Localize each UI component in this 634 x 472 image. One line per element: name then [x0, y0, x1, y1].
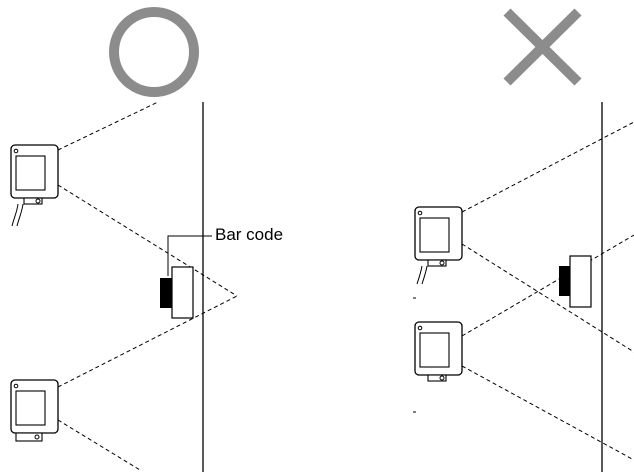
cross-ng-icon — [503, 8, 582, 86]
barcode-reader-upper — [414, 206, 463, 285]
scan-beams — [461, 121, 634, 461]
scan-beams — [57, 101, 238, 471]
scan-tick-marks — [413, 297, 416, 413]
barcode-reader-lower — [414, 321, 463, 382]
barcode-reader-upper — [10, 144, 59, 227]
correct-installation-panel: Bar code — [10, 7, 283, 472]
barcode-object — [559, 255, 592, 308]
barcode-reader-lower — [10, 379, 59, 442]
barcode-object — [160, 266, 194, 319]
circle-ok-icon — [109, 7, 199, 97]
wrong-installation-panel — [413, 8, 634, 472]
barcode-label-leader — [167, 235, 212, 276]
barcode-label: Bar code — [215, 225, 283, 244]
